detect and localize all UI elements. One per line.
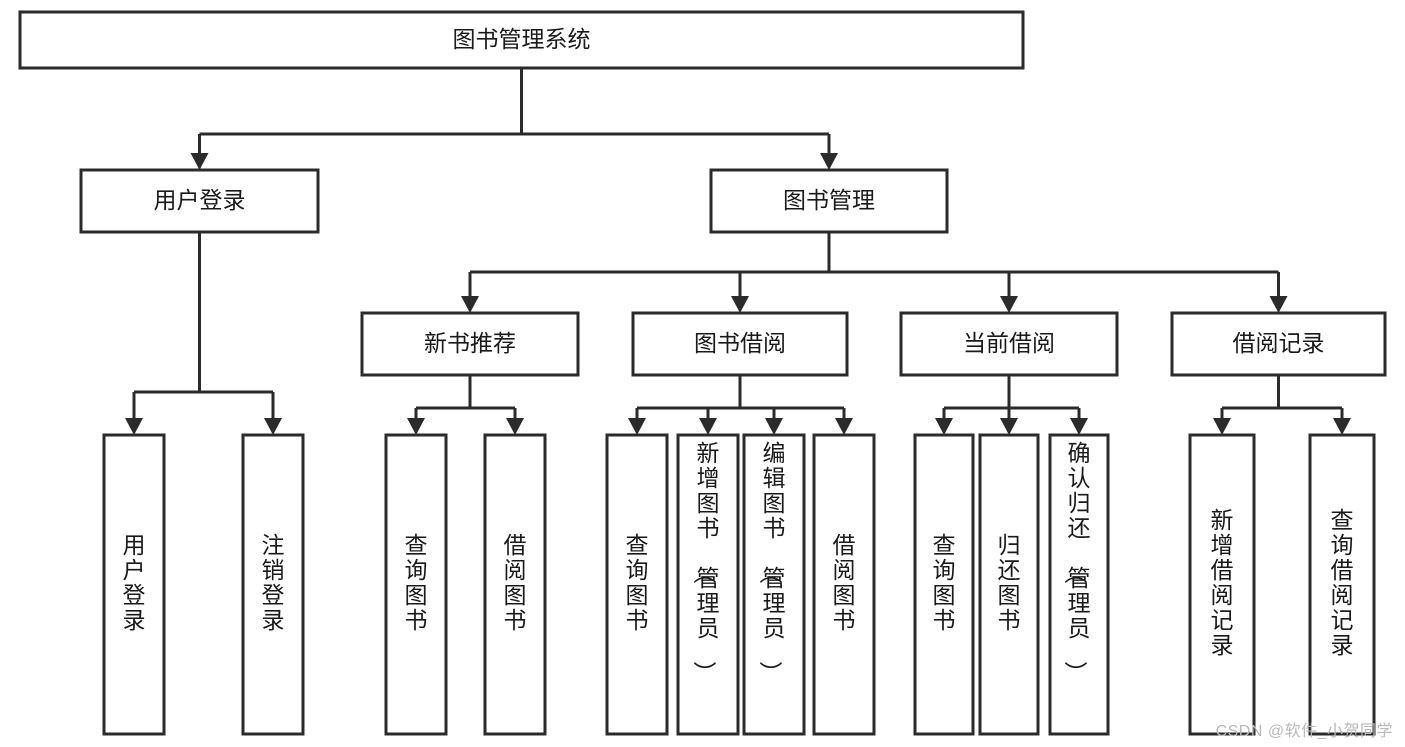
node-box-leaf-br-query [1308,433,1376,736]
node-label-leaf-br-add: 新增借阅记录 [1211,507,1234,658]
arrow-head-leaf-cb-confirm [1070,418,1088,435]
node-label-leaf-br-query: 查询借阅记录 [1331,507,1354,658]
node-leaf-br-query[interactable]: 查询借阅记录 [1308,433,1376,736]
node-borrow-record[interactable]: 借阅记录 [1170,311,1387,377]
node-box-leaf-br-add [1188,433,1256,736]
node-label-leaf-cb-return: 归还图书 [998,532,1021,633]
node-label-leaf-bb-add: 新增图书（管理员） [692,440,720,684]
node-leaf-bb-add[interactable]: 新增图书（管理员） [676,433,740,736]
connector-layer [125,68,1351,435]
arrow-head-leaf-bb-borrow [835,418,853,435]
node-book-borrow[interactable]: 图书借阅 [631,311,849,377]
node-label-leaf-bb-edit: 编辑图书（管理员） [758,440,786,684]
node-box-leaf-cb-confirm [1048,433,1110,736]
node-leaf-cb-return[interactable]: 归还图书 [978,433,1040,736]
node-label-leaf-cb-confirm: 确认归还（管理员） [1063,440,1091,684]
node-box-leaf-cb-query [913,433,975,736]
arrow-head-book-borrow [731,296,749,313]
node-box-leaf-bb-edit [742,433,806,736]
node-leaf-bb-borrow[interactable]: 借阅图书 [812,433,876,736]
arrow-head-new-book-rec [461,296,479,313]
arrow-head-book-manage [820,153,838,170]
node-leaf-bb-edit[interactable]: 编辑图书（管理员） [742,433,806,736]
node-box-book-borrow [631,311,849,377]
arrow-head-current-borrow [1000,296,1018,313]
node-leaf-rec-borrow[interactable]: 借阅图书 [483,433,547,736]
node-leaf-rec-query[interactable]: 查询图书 [384,433,448,736]
node-user-login[interactable]: 用户登录 [79,168,320,234]
node-label-leaf-cb-query: 查询图书 [933,532,956,633]
node-root[interactable]: 图书管理系统 [18,10,1025,70]
arrow-head-leaf-bb-query [628,418,646,435]
node-box-leaf-rec-borrow [483,433,547,736]
node-leaf-cb-query[interactable]: 查询图书 [913,433,975,736]
node-box-current-borrow [899,311,1119,377]
node-leaf-br-add[interactable]: 新增借阅记录 [1188,433,1256,736]
node-new-book-rec[interactable]: 新书推荐 [360,311,580,377]
arrow-head-user-login [190,153,209,170]
arrow-head-leaf-user-logout [264,418,282,435]
node-label-leaf-rec-borrow: 借阅图书 [504,532,527,633]
node-box-leaf-user-login [102,433,166,736]
watermark-label: CSDN @软件_小贺同学 [1215,723,1393,740]
node-label-new-book-rec: 新书推荐 [424,330,516,356]
arrow-head-leaf-bb-add [699,418,717,435]
arrow-head-leaf-rec-borrow [506,418,524,435]
node-label-leaf-bb-borrow: 借阅图书 [833,532,856,633]
arrow-head-leaf-cb-return [1000,418,1018,435]
node-leaf-bb-query[interactable]: 查询图书 [605,433,669,736]
node-leaf-cb-confirm[interactable]: 确认归还（管理员） [1048,433,1110,736]
arrow-head-borrow-record [1269,296,1288,313]
arrow-head-leaf-br-add [1213,418,1231,435]
node-box-borrow-record [1170,311,1387,377]
node-label-user-login: 用户登录 [154,187,246,213]
node-box-leaf-bb-borrow [812,433,876,736]
arrow-head-leaf-bb-edit [765,418,783,435]
node-label-book-borrow: 图书借阅 [694,330,786,356]
node-box-leaf-rec-query [384,433,448,736]
node-label-book-manage: 图书管理 [783,187,875,213]
arrow-head-leaf-cb-query [935,418,953,435]
node-label-borrow-record: 借阅记录 [1233,330,1325,356]
node-box-root [18,10,1025,70]
node-box-new-book-rec [360,311,580,377]
node-label-leaf-rec-query: 查询图书 [405,532,428,633]
node-box-leaf-cb-return [978,433,1040,736]
node-current-borrow[interactable]: 当前借阅 [899,311,1119,377]
node-label-leaf-user-logout: 注销登录 [262,532,285,633]
node-box-leaf-user-logout [241,433,305,736]
node-box-leaf-bb-query [605,433,669,736]
node-label-current-borrow: 当前借阅 [963,330,1055,356]
arrow-head-leaf-rec-query [407,418,425,435]
node-box-user-login [79,168,320,234]
node-layer: 图书管理系统用户登录图书管理新书推荐图书借阅当前借阅借阅记录用户登录注销登录查询… [18,10,1387,736]
arrow-head-leaf-user-login [125,418,143,435]
node-label-leaf-user-login: 用户登录 [123,532,146,633]
arrow-head-leaf-br-query [1333,418,1351,435]
node-label-root: 图书管理系统 [453,26,591,52]
node-box-book-manage [709,168,949,234]
node-leaf-user-login[interactable]: 用户登录 [102,433,166,736]
node-label-leaf-bb-query: 查询图书 [626,532,649,633]
node-leaf-user-logout[interactable]: 注销登录 [241,433,305,736]
node-book-manage[interactable]: 图书管理 [709,168,949,234]
node-box-leaf-bb-add [676,433,740,736]
